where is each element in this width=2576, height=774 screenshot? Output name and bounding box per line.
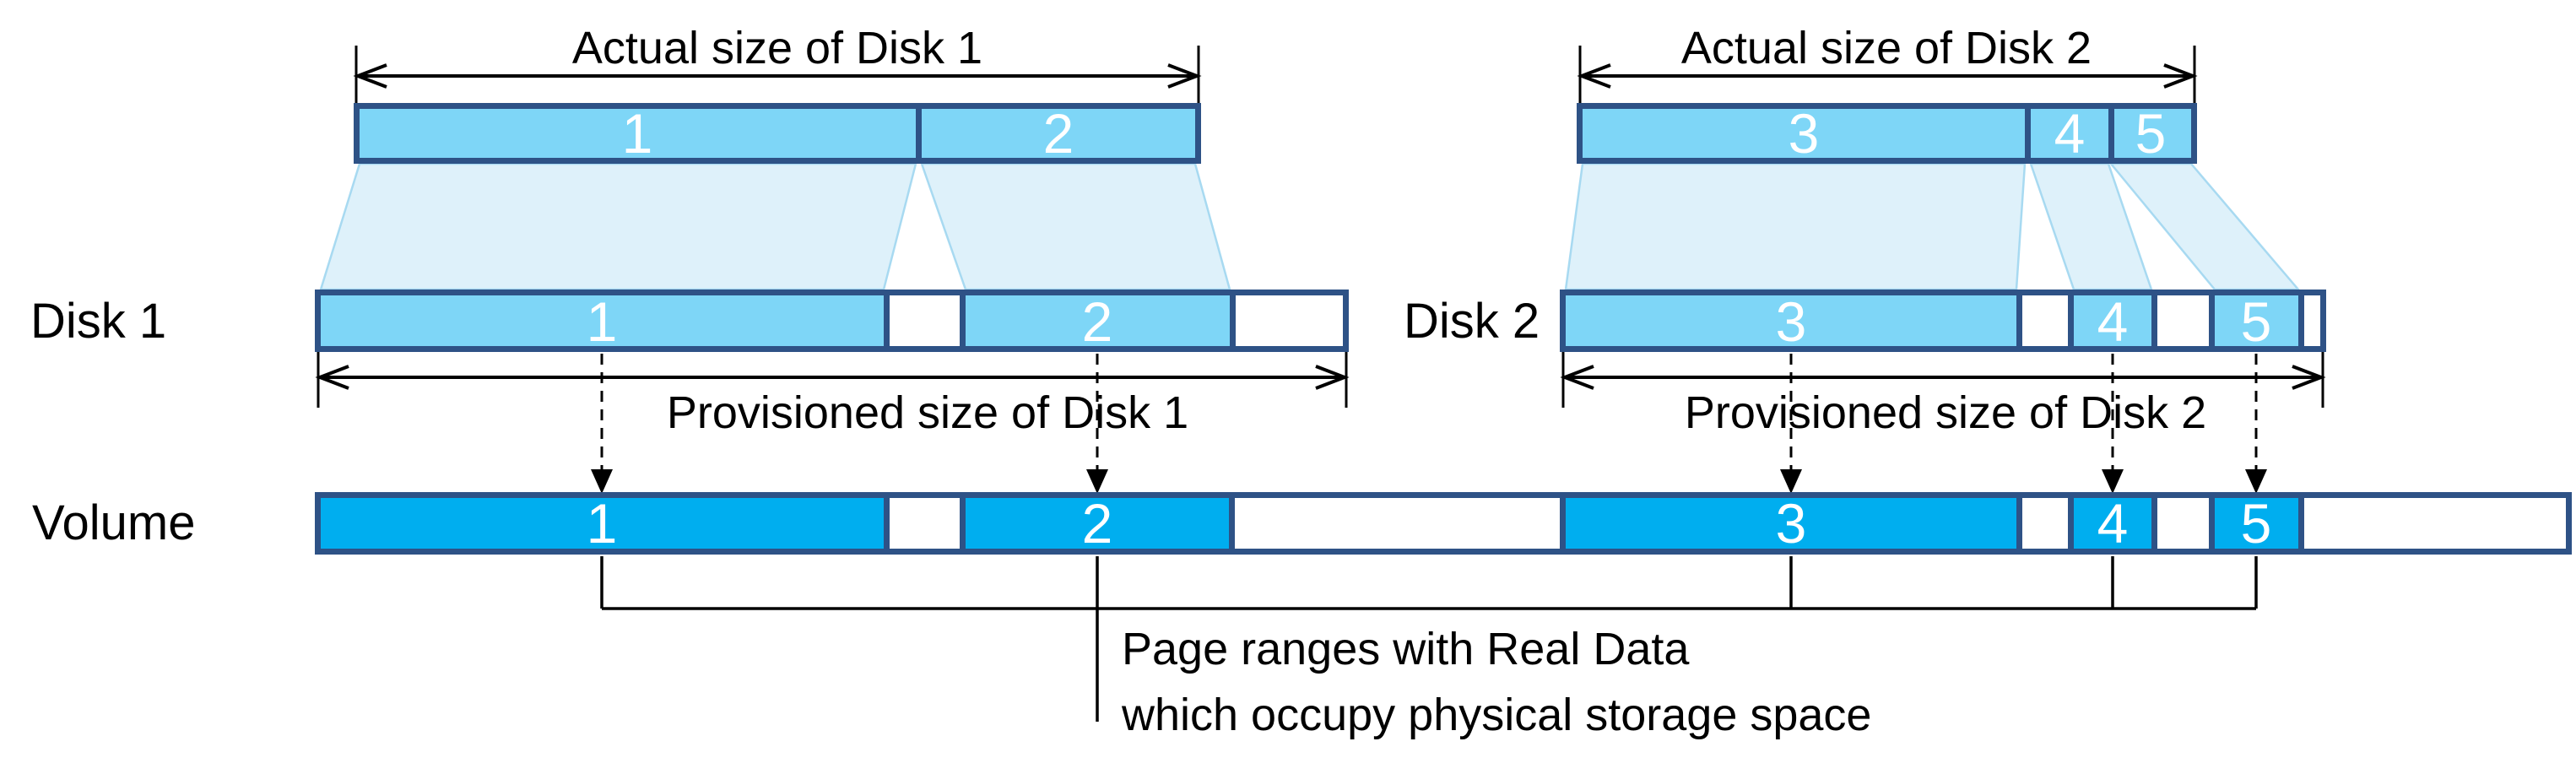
disk2-page-4 — [2074, 295, 2151, 346]
disk2-provisioned-segment-3: 3 — [1775, 290, 1807, 353]
disk1-provisioned-segment-2: 2 — [1081, 290, 1113, 353]
segment-to-volume-arrows — [591, 354, 2267, 494]
volume-segment-5: 5 — [2240, 492, 2272, 555]
provisioned-size-disk1-label: Provisioned size of Disk 1 — [666, 387, 1189, 438]
volume-segment-3: 3 — [1775, 492, 1807, 555]
disk1-actual-bar — [354, 103, 1201, 164]
disk1-row-label: Disk 1 — [30, 294, 167, 349]
disk2-actual-segment-4: 4 — [2054, 102, 2086, 165]
segment-divider — [2298, 498, 2304, 549]
volume-page-5 — [2215, 498, 2298, 549]
disk1-provisioned-bar — [315, 290, 1349, 352]
disk2-provisioned-segment-4: 4 — [2097, 290, 2129, 353]
disk2-actual-segment-5: 5 — [2135, 102, 2167, 165]
disk2-page-3 — [1566, 295, 2016, 346]
disk2-provisioned-bar — [1560, 290, 2326, 352]
disk1-actual-segment-2: 2 — [1042, 102, 1074, 165]
provisioned-size-disk1-arrow — [315, 352, 1350, 408]
mapping-trapezoid-3 — [1564, 162, 2027, 291]
mapping-trapezoid-2 — [920, 162, 1231, 291]
page-ranges-bracket — [600, 556, 2258, 722]
segment-divider — [2151, 498, 2157, 549]
volume-segment-1: 1 — [586, 492, 618, 555]
actual-size-disk1-arrow — [353, 46, 1202, 103]
provisioned-size-disk2-label: Provisioned size of Disk 2 — [1684, 387, 2207, 438]
mapping-trapezoid-1 — [319, 162, 917, 291]
disk2-page-5 — [2215, 295, 2298, 346]
actual-size-disk2-label: Actual size of Disk 2 — [1680, 23, 2092, 73]
volume-segment-4: 4 — [2097, 492, 2129, 555]
segment-divider — [1229, 498, 1235, 549]
segment-divider — [2209, 498, 2215, 549]
page-ranges-annotation: Page ranges with Real Data which occupy … — [1122, 616, 1871, 748]
volume-segment-2: 2 — [1081, 492, 1113, 555]
disk2-actual-segment-3: 3 — [1788, 102, 1820, 165]
segment-divider — [884, 498, 890, 549]
volume-row-label: Volume — [32, 495, 196, 551]
volume-page-4 — [2074, 498, 2151, 549]
segment-divider — [2025, 109, 2031, 158]
segment-divider — [2151, 295, 2157, 346]
disk1-actual-segment-1: 1 — [621, 102, 653, 165]
volume-page-3 — [1566, 498, 2016, 549]
segment-divider — [916, 109, 922, 158]
actual-size-disk2-arrow — [1577, 46, 2198, 103]
segment-divider — [884, 295, 890, 346]
disk2-row-label: Disk 2 — [1404, 294, 1540, 349]
segment-divider — [2016, 498, 2022, 549]
segment-divider — [2209, 295, 2215, 346]
segment-divider — [2016, 295, 2022, 346]
segment-divider — [2108, 109, 2114, 158]
segment-divider — [1230, 295, 1236, 346]
disk1-page-2 — [966, 295, 1230, 346]
disk1-page-1 — [321, 295, 884, 346]
disk1-provisioned-segment-1: 1 — [586, 290, 618, 353]
volume-page-2 — [966, 498, 1229, 549]
segment-divider — [2298, 295, 2304, 346]
segment-divider — [2068, 295, 2074, 346]
segment-divider — [960, 295, 966, 346]
segment-divider — [2068, 498, 2074, 549]
disk2-actual-bar — [1577, 103, 2197, 164]
annotation-line-1: Page ranges with Real Data — [1122, 624, 1690, 674]
disk2-provisioned-segment-5: 5 — [2240, 290, 2272, 353]
segment-divider — [960, 498, 966, 549]
volume-bar — [315, 492, 2572, 555]
volume-page-1 — [321, 498, 884, 549]
actual-size-disk1-label: Actual size of Disk 1 — [571, 23, 983, 73]
annotation-line-2: which occupy physical storage space — [1122, 690, 1872, 740]
segment-divider — [1560, 498, 1566, 549]
provisioned-size-disk2-arrow — [1560, 352, 2326, 408]
